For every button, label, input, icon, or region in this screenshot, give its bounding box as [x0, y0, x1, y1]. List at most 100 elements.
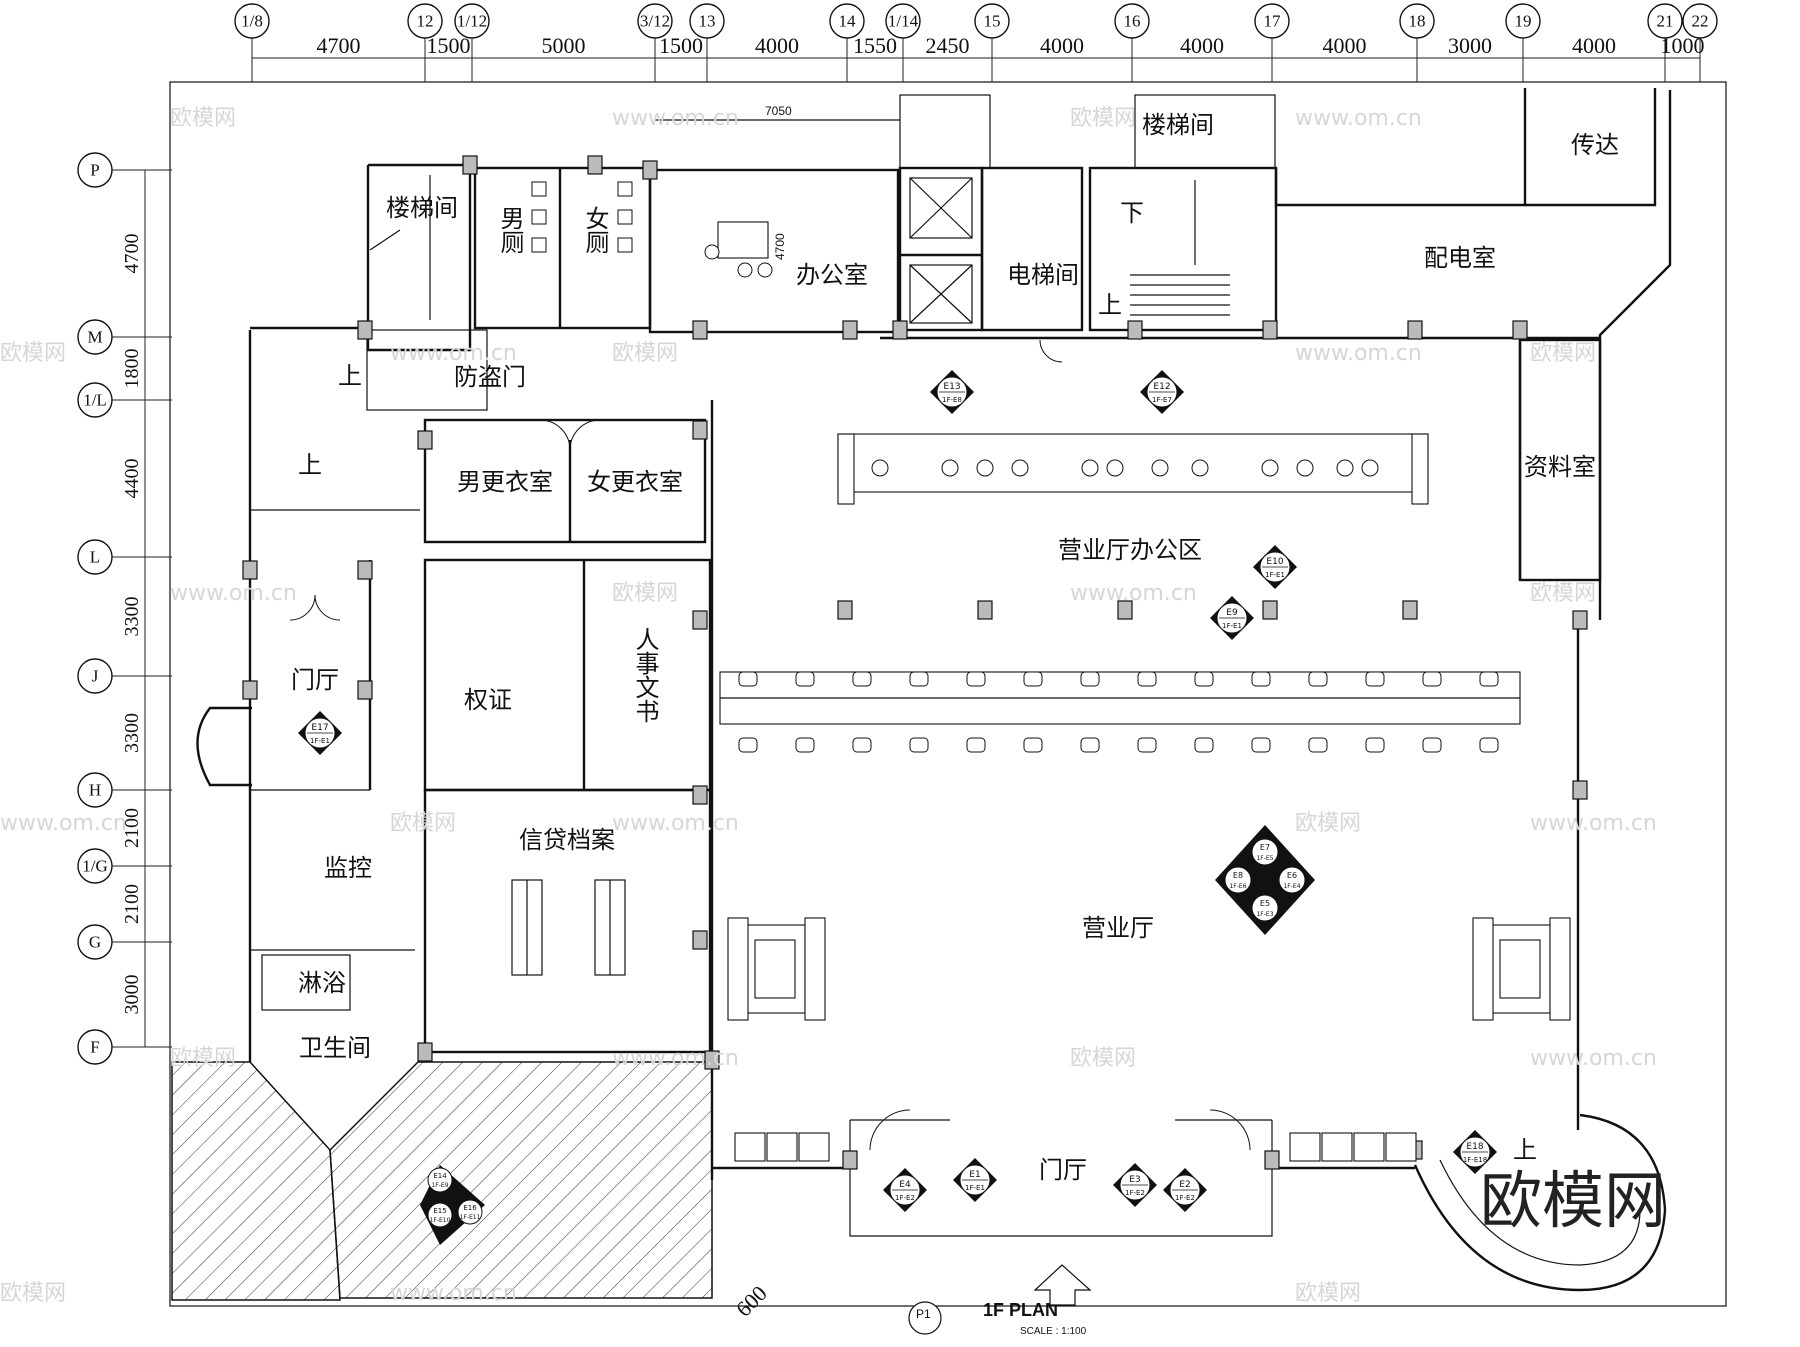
room-archive: 资料室 — [1524, 453, 1596, 481]
svg-text:3/12: 3/12 — [640, 12, 670, 31]
svg-text:1/8: 1/8 — [241, 12, 263, 31]
room-mens-wc: 男厕 — [496, 206, 524, 254]
drawing-number: P1 — [916, 1307, 931, 1321]
watermark: 欧模网 — [0, 341, 66, 366]
grid-bubble-top: 1/12 — [454, 3, 490, 39]
watermark: www.om.cn — [612, 106, 739, 131]
svg-text:J: J — [92, 667, 99, 686]
svg-text:E15: E15 — [433, 1207, 446, 1215]
svg-text:1F-E2: 1F-E2 — [1175, 1194, 1195, 1202]
svg-text:E13: E13 — [943, 382, 960, 392]
grid-bubble-top: 15 — [974, 3, 1010, 39]
svg-text:18: 18 — [1409, 12, 1426, 31]
svg-text:1F-E2: 1F-E2 — [1125, 1189, 1145, 1197]
svg-text:16: 16 — [1124, 12, 1141, 31]
svg-text:12: 12 — [417, 12, 434, 31]
room-business-office: 营业厅办公区 — [1058, 536, 1202, 564]
grid-bubble-top: 1/14 — [885, 3, 921, 39]
watermark: 欧模网 — [170, 1046, 236, 1071]
watermark: www.om.cn — [1530, 811, 1657, 836]
watermark: 欧模网 — [1530, 341, 1596, 366]
corner-watermark: 欧模网 — [1480, 1164, 1666, 1237]
svg-text:E1: E1 — [969, 1170, 980, 1180]
watermark: 欧模网 — [1070, 106, 1136, 131]
drawing-title: 1F PLAN — [983, 1300, 1058, 1320]
watermark: www.om.cn — [1070, 581, 1197, 606]
svg-text:E3: E3 — [1129, 1175, 1140, 1185]
svg-text:13: 13 — [699, 12, 716, 31]
grid-bubble-top: 18 — [1399, 3, 1435, 39]
grid-bubble-left: H — [77, 772, 113, 808]
room-power: 配电室 — [1424, 244, 1496, 272]
room-entrance-bottom: 门厅 — [1039, 1156, 1087, 1184]
svg-text:E9: E9 — [1226, 608, 1238, 618]
room-reception: 传达 — [1571, 131, 1619, 159]
grid-bubble-left: L — [77, 539, 113, 575]
watermark: 欧模网 — [390, 811, 456, 836]
grid-bubble-left: 1/L — [77, 382, 113, 418]
svg-text:M: M — [87, 328, 102, 347]
elevation-tag-e3: E3 1F-E2 — [1113, 1163, 1157, 1207]
room-elevator: 电梯间 — [1007, 261, 1079, 289]
grid-dimension-top: 2450 — [926, 33, 970, 58]
grid-dimension-left: 2100 — [121, 808, 143, 848]
grid-bubble-top: 16 — [1114, 3, 1150, 39]
grid-dimension-top: 4000 — [1180, 33, 1224, 58]
svg-text:1F-E18: 1F-E18 — [1463, 1156, 1487, 1164]
grid-dimension-top: 4000 — [1040, 33, 1084, 58]
watermark: www.om.cn — [612, 1046, 739, 1071]
room-hr-secretary: 人事文书 — [631, 627, 659, 723]
dim-7050: 7050 — [765, 104, 792, 118]
dim-4700-office: 4700 — [773, 233, 787, 260]
svg-text:1F-E4: 1F-E4 — [1283, 883, 1300, 890]
grid-bubble-left: G — [77, 924, 113, 960]
watermark: 欧模网 — [170, 106, 236, 131]
grid-dimension-left: 1800 — [121, 349, 143, 389]
wc-fixtures — [531, 181, 633, 253]
structural-columns — [242, 155, 1588, 1170]
watermark: www.om.cn — [1530, 1046, 1657, 1071]
svg-text:1F-E6: 1F-E6 — [1229, 883, 1246, 890]
room-womens-wc: 女厕 — [581, 206, 609, 254]
svg-text:E6: E6 — [1287, 871, 1297, 880]
watermark: 欧模网 — [1295, 1281, 1361, 1306]
room-credit-archive: 信贷档案 — [519, 826, 615, 854]
watermark: www.om.cn — [390, 341, 517, 366]
watermark: www.om.cn — [1295, 341, 1422, 366]
room-shower: 淋浴 — [298, 969, 346, 997]
svg-text:E4: E4 — [899, 1180, 911, 1190]
grid-bubble-left: F — [77, 1029, 113, 1065]
sofa-group-left — [727, 917, 826, 1021]
grid-dimension-left: 4400 — [121, 459, 143, 499]
elevation-tags: E131F-E8E121F-E7E101F-E1E91F-E1E171F-E1E… — [298, 370, 1497, 1245]
hatched-terrace-area — [329, 1061, 713, 1299]
room-business-hall: 营业厅 — [1082, 914, 1154, 942]
watermark: 欧模网 — [612, 581, 678, 606]
label-up-4: 上 — [1513, 1136, 1537, 1164]
watermark: www.om.cn — [0, 811, 127, 836]
svg-text:E5: E5 — [1260, 899, 1270, 908]
grid-bubble-left: P — [77, 152, 113, 188]
grid-dimension-left: 3300 — [121, 713, 143, 753]
hatched-plaza-area — [171, 1061, 341, 1301]
svg-text:E10: E10 — [1266, 557, 1283, 567]
stair-treads-top — [1130, 180, 1230, 316]
grid-dimension-left: 3000 — [121, 975, 143, 1015]
grid-bubble-top: 22 — [1682, 3, 1718, 39]
watermark: www.om.cn — [390, 1281, 517, 1306]
grid-bubble-left: J — [77, 658, 113, 694]
svg-text:1F-E1: 1F-E1 — [965, 1184, 985, 1192]
workstations-top — [837, 433, 1429, 505]
room-womens-locker: 女更衣室 — [587, 468, 683, 496]
grid-bubble-top: 3/12 — [637, 3, 673, 39]
room-office: 办公室 — [796, 261, 868, 289]
grid-bubble-top: 12 — [407, 3, 443, 39]
grid-bubble-top: 17 — [1254, 3, 1290, 39]
svg-text:E14: E14 — [433, 1172, 447, 1180]
